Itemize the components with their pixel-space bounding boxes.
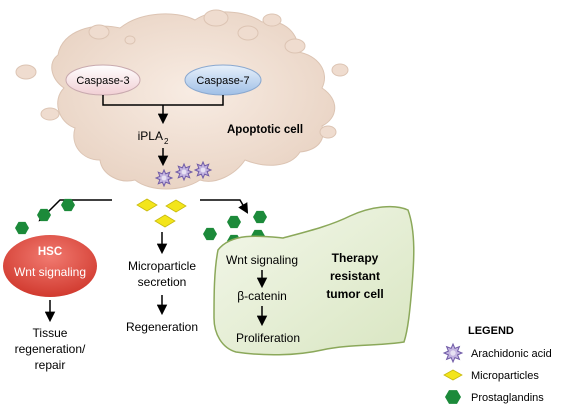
arachidonic-group [154,160,213,188]
bleb [203,9,229,27]
arachidonic-acid-core [200,167,206,173]
bleb [124,35,136,45]
arachidonic-acid-core [450,350,456,356]
hsc-subtitle: Wnt signaling [14,265,86,279]
microparticle-icon [165,199,187,213]
tumor-step2: β-catenin [237,289,287,303]
prostaglandin-icon [253,210,267,224]
arachidonic-acid-icon [442,342,464,364]
prostaglandin-icon [227,215,241,229]
secreted-factors [15,198,267,248]
bleb [262,13,282,27]
middle-line1: Microparticle [128,259,196,273]
tumor-step1: Wnt signaling [226,253,298,267]
microparticle-icon [154,214,176,228]
arachidonic-acid-core [161,175,167,181]
middle-result: Regeneration [126,320,198,334]
apoptotic-cell [15,9,349,190]
arachidonic-acid-core [181,169,187,175]
prostaglandin-icon [445,390,461,404]
apoptotic-cell-body [51,11,336,190]
microparticle-icon [136,198,158,212]
bleb [88,24,110,40]
apoptotic-cell-label: Apoptotic cell [227,124,303,136]
caspase-3-label: Caspase-3 [76,75,129,87]
middle-line2: secretion [138,275,187,289]
legend-arachidonic: Arachidonic acid [471,348,552,360]
bleb [15,64,37,80]
ipla-subscript: 2 [164,137,169,146]
tumor-label-line1: Therapy [332,251,379,265]
hsc-title: HSC [38,246,62,258]
hsc-outcome-line2: regeneration/ [15,342,86,356]
hsc-cell [3,235,97,297]
bleb [284,38,306,54]
tumor-label-line3: tumor cell [326,287,383,301]
caspase-7-label: Caspase-7 [196,75,249,87]
bleb [40,107,60,121]
ipla-label: iPLA [138,129,163,143]
prostaglandin-icon [37,208,51,222]
prostaglandin-icon [203,227,217,241]
legend-prostaglandins: Prostaglandins [471,392,544,404]
tumor-step3: Proliferation [236,331,300,345]
legend-title: LEGEND [468,325,514,337]
microparticle-icon [443,369,463,381]
arrow-to-tumor [200,199,249,214]
tumor-label-line2: resistant [330,269,380,283]
bleb [331,63,349,77]
prostaglandin-icon [15,221,29,235]
prostaglandin-icon [445,390,461,404]
bleb [237,25,259,41]
legend: LEGEND Arachidonic acid Microparticles P… [442,325,552,404]
prostaglandin-icon [61,198,75,212]
hsc-outcome-line3: repair [35,358,66,372]
bleb [319,125,337,139]
arrow-to-hsc [38,199,112,222]
hsc-outcome-line1: Tissue [33,326,68,340]
legend-microparticles: Microparticles [471,370,539,382]
